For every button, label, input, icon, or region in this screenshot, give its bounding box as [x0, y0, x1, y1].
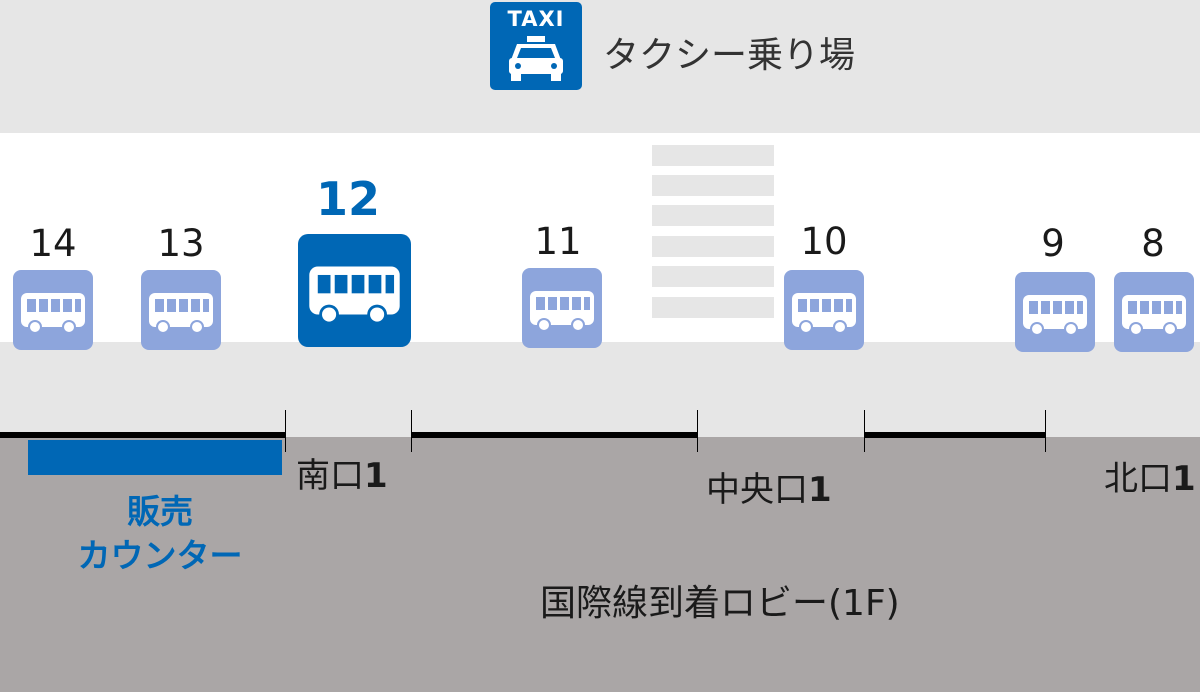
- crosswalk-stripe: [652, 297, 774, 318]
- stop-number-8: 8: [1141, 222, 1165, 265]
- bus-icon: [149, 293, 213, 334]
- stop-number-12: 12: [315, 172, 380, 226]
- ticket-counter-marker[interactable]: [28, 440, 282, 475]
- bus-icon: [1023, 295, 1087, 336]
- bus-icon: [309, 266, 400, 325]
- taxi-icon[interactable]: TAXI: [490, 2, 582, 90]
- north-exit-label: 北口1: [1104, 451, 1196, 500]
- crosswalk-stripe: [652, 145, 774, 166]
- counter-label-line2: カウンター: [77, 536, 243, 575]
- stop-number-14: 14: [29, 222, 77, 265]
- counter-label-line1: 販売: [127, 492, 193, 531]
- entrance-marker: [411, 410, 412, 452]
- bus-icon: [21, 293, 85, 334]
- stop-number-10: 10: [800, 220, 848, 263]
- crosswalk-stripe: [652, 205, 774, 226]
- entrance-marker: [697, 410, 698, 452]
- bus-stop-8-icon[interactable]: [1114, 272, 1194, 352]
- bus-stop-11-icon[interactable]: [522, 268, 602, 348]
- taxi-badge-text: TAXI: [507, 7, 565, 31]
- exit-name: 中央口: [706, 470, 808, 510]
- bus-icon: [1122, 295, 1186, 336]
- central-exit-label: 中央口1: [706, 462, 832, 511]
- taxi-lane: [0, 0, 1200, 133]
- bus-stop-12-icon[interactable]: [298, 234, 411, 347]
- ticket-counter-label: 販売 カウンター: [40, 490, 280, 578]
- bus-stop-10-icon[interactable]: [784, 270, 864, 350]
- exit-name: 北口: [1104, 459, 1172, 499]
- stop-number-11: 11: [534, 220, 582, 263]
- south-exit-label: 南口1: [296, 448, 388, 497]
- car-icon: [509, 36, 563, 81]
- exit-name: 南口: [296, 456, 364, 496]
- bus-icon: [530, 291, 594, 332]
- crosswalk-stripe: [652, 175, 774, 196]
- bus-stop-13-icon[interactable]: [141, 270, 221, 350]
- lobby-area: [0, 437, 1200, 692]
- bus-road: [0, 342, 1200, 437]
- exit-number: 1: [808, 470, 832, 510]
- exit-number: 1: [364, 456, 388, 496]
- entrance-marker: [864, 410, 865, 452]
- exit-number: 1: [1172, 459, 1196, 499]
- bus-stop-9-icon[interactable]: [1015, 272, 1095, 352]
- bus-icon: [792, 293, 856, 334]
- lobby-label: 国際線到着ロビー(1F): [540, 583, 900, 624]
- entrance-marker: [1045, 410, 1046, 452]
- stop-number-9: 9: [1041, 222, 1065, 265]
- crosswalk-stripe: [652, 236, 774, 257]
- building-wall: [0, 432, 285, 438]
- taxi-stand-label: タクシー乗り場: [603, 35, 856, 76]
- crosswalk-stripe: [652, 266, 774, 287]
- building-wall: [864, 432, 1046, 438]
- stop-number-13: 13: [157, 222, 205, 265]
- building-wall: [411, 432, 698, 438]
- entrance-marker: [285, 410, 286, 452]
- bus-stop-14-icon[interactable]: [13, 270, 93, 350]
